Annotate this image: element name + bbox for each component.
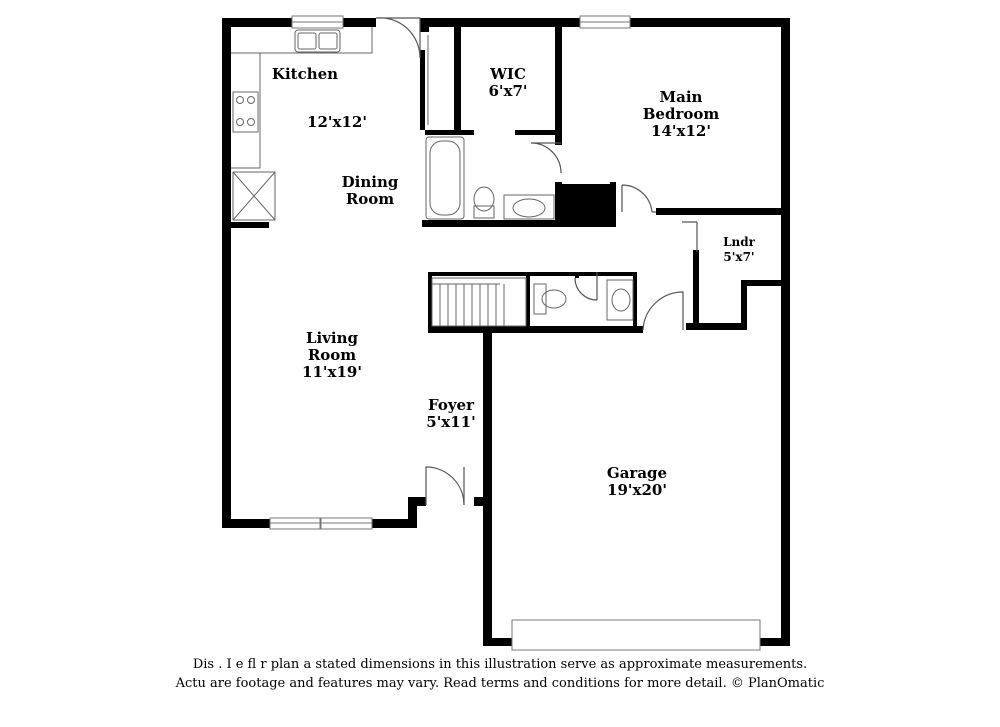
kitchen-name: Kitchen bbox=[271, 65, 339, 83]
disclaimer-line-1: Dis . I e fl r plan a stated dimensions … bbox=[192, 657, 808, 672]
door-swings bbox=[375, 17, 698, 506]
garage-name: Garage bbox=[606, 464, 668, 482]
kitchen-fixtures bbox=[231, 27, 429, 221]
garage-label: Garage 19'x20' bbox=[607, 465, 667, 499]
foyer-label: Foyer 5'x11' bbox=[426, 397, 475, 431]
laundry-label: Lndr 5'x7' bbox=[723, 235, 755, 265]
main-bedroom-name-line2: Bedroom bbox=[642, 105, 720, 123]
stair-treads bbox=[432, 283, 505, 326]
interior-walls bbox=[231, 18, 783, 333]
living-name-line2: Room bbox=[307, 346, 357, 364]
laundry-name: Lndr bbox=[723, 235, 755, 249]
bath-fixtures bbox=[425, 136, 634, 327]
disclaimer-line-2: Actu are footage and features may vary. … bbox=[175, 676, 825, 691]
main-bedroom-name-line1: Main bbox=[659, 88, 703, 106]
main-bedroom-label: Main Bedroom 14'x12' bbox=[643, 89, 720, 140]
living-size: 11'x19' bbox=[302, 363, 362, 381]
wic-size: 6'x7' bbox=[488, 82, 528, 100]
garage-size: 19'x20' bbox=[607, 481, 667, 499]
foyer-size: 5'x11' bbox=[426, 413, 476, 431]
kitchen-size: 12'x12' bbox=[307, 113, 367, 131]
laundry-size: 5'x7' bbox=[723, 250, 755, 264]
living-room-label: Living Room 11'x19' bbox=[302, 330, 362, 381]
dining-label: Dining Room bbox=[342, 174, 399, 208]
dining-name-line1: Dining bbox=[341, 173, 399, 191]
dining-name-line2: Room bbox=[345, 190, 395, 208]
foyer-name: Foyer bbox=[427, 396, 474, 414]
wic-name: WIC bbox=[490, 65, 526, 83]
windows bbox=[269, 15, 761, 651]
wic-label: WIC 6'x7' bbox=[488, 66, 527, 100]
kitchen-label: Kitchen bbox=[272, 66, 338, 83]
exterior-walls bbox=[222, 18, 790, 646]
living-name-line1: Living bbox=[305, 329, 359, 347]
main-bedroom-size: 14'x12' bbox=[651, 122, 711, 140]
